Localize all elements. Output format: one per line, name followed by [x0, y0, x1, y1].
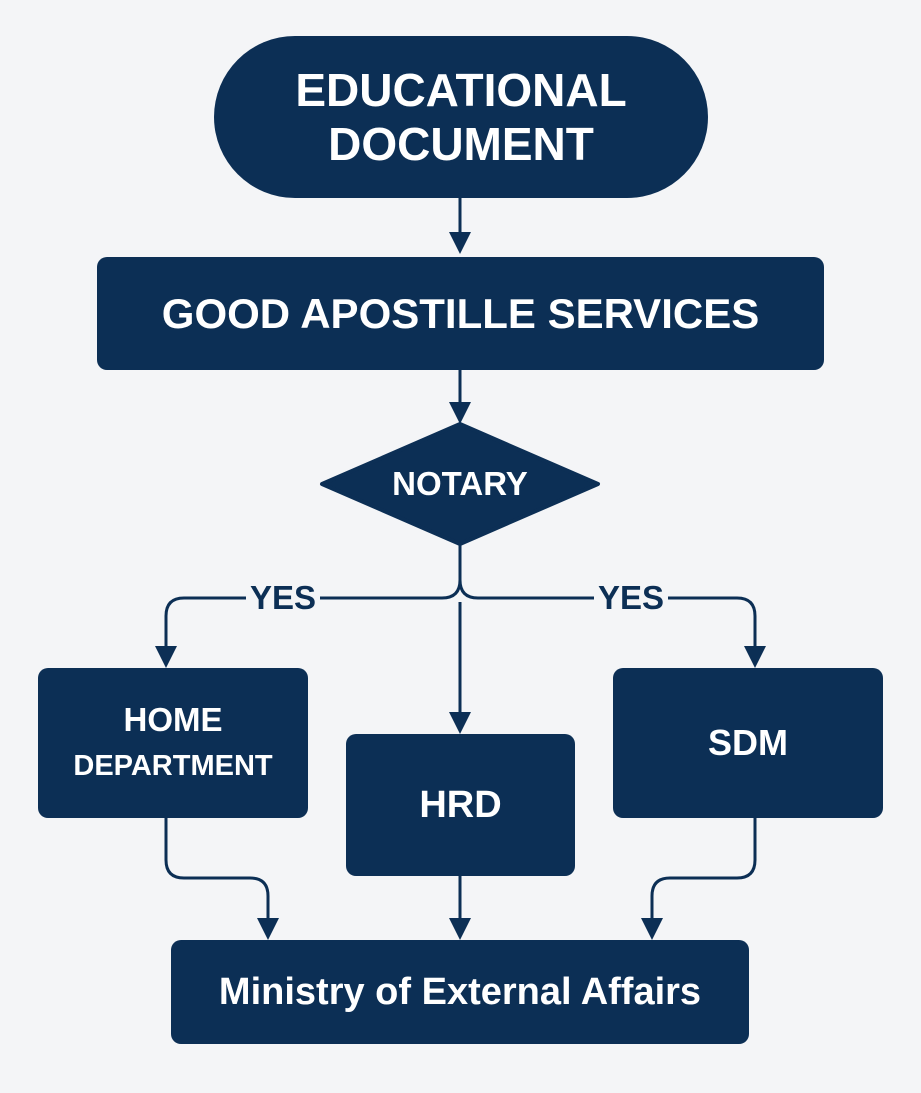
process-node-label: GOOD APOSTILLE SERVICES	[161, 289, 760, 337]
process-node-sdm[interactable]: SDM	[613, 668, 883, 818]
start-node-educational-document[interactable]: EDUCATIONAL DOCUMENT	[214, 36, 708, 198]
arrowhead	[257, 918, 279, 940]
decision-label-notary: NOTARY	[392, 465, 528, 502]
process-node-ministry-of-external-affairs[interactable]: Ministry of External Affairs	[171, 940, 749, 1044]
edge-label-yes-left: YES	[246, 578, 321, 618]
home-node-line2: DEPARTMENT	[73, 750, 273, 782]
arrowhead	[155, 646, 177, 668]
edge-decision-to-sdm	[458, 579, 757, 646]
decision-diamond-notary[interactable]	[320, 422, 600, 546]
arrowhead	[449, 918, 471, 940]
arrowhead	[449, 402, 471, 424]
start-node-line2: DOCUMENT	[328, 118, 594, 170]
arrowhead	[744, 646, 766, 668]
sdm-node-label: SDM	[708, 722, 788, 763]
edge-home-to-mea	[164, 818, 270, 918]
process-node-good-apostille-services[interactable]: GOOD APOSTILLE SERVICES	[97, 257, 824, 370]
hrd-node-label: HRD	[419, 783, 502, 826]
process-node-hrd[interactable]: HRD	[346, 734, 575, 876]
edge-label-yes-right: YES	[594, 578, 669, 618]
arrowhead	[449, 712, 471, 734]
process-node-home-department[interactable]: HOME DEPARTMENT	[38, 668, 308, 818]
start-node-line1: EDUCATIONAL	[295, 64, 627, 116]
arrowhead	[449, 232, 471, 254]
home-node-line1: HOME	[123, 701, 223, 738]
edge-sdm-to-mea	[650, 818, 757, 918]
mea-node-label: Ministry of External Affairs	[218, 970, 702, 1013]
arrowhead	[641, 918, 663, 940]
